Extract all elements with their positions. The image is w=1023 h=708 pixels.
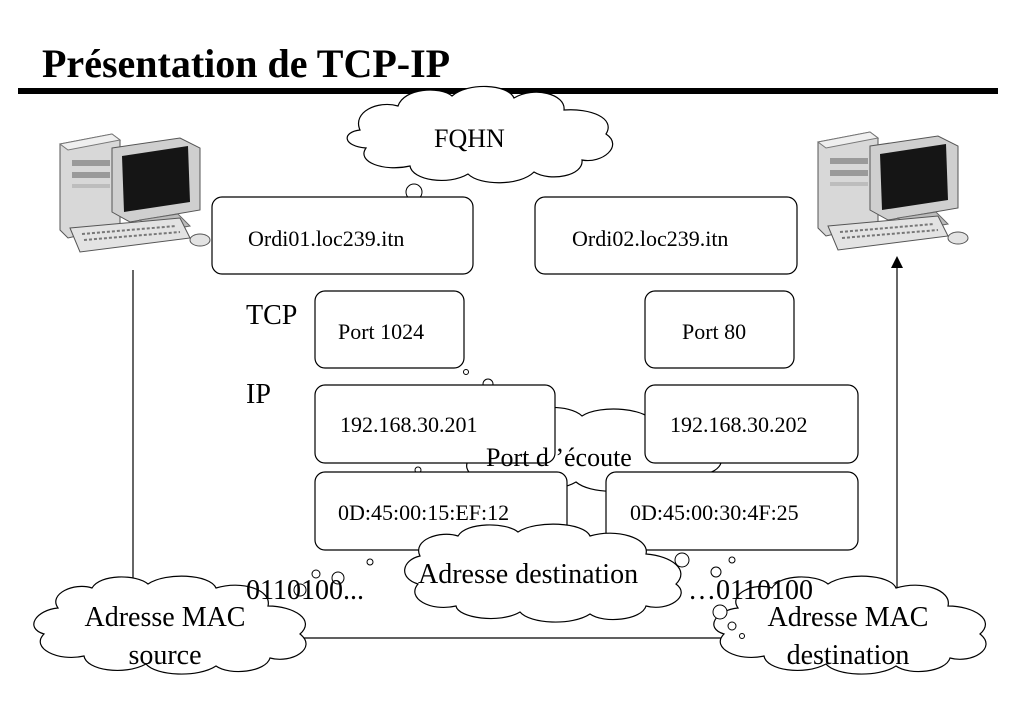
left-computer-icon [59,133,211,253]
destination-ip: 192.168.30.202 [670,412,808,437]
destination-port: Port 80 [682,319,747,344]
mac-destination-callout-line2: destination [786,640,910,671]
destination-bitstream: …0110100 [688,575,813,606]
mac-destination-callout-line1: Adresse MAC [767,602,929,633]
adresse-destination-callout: Adresse destination [418,559,639,590]
source-mac: 0D:45:00:15:EF:12 [338,500,510,525]
destination-mac: 0D:45:00:30:4F:25 [630,500,799,525]
title-underline [18,88,998,94]
mac-source-callout-line2: source [128,640,202,671]
layer-label-tcp: TCP [246,300,298,331]
mac-source-callout-line1: Adresse MAC [84,602,246,633]
right-computer-icon [817,131,969,251]
source-ip: 192.168.30.201 [340,412,478,437]
port-ecoute-callout: Port d ’écoute [486,443,632,472]
fqhn-callout: FQHN [434,124,505,153]
destination-fqdn: Ordi02.loc239.itn [572,226,729,251]
source-bitstream: 0110100... [246,575,364,606]
page-title: Présentation de TCP-IP [42,41,451,86]
layer-label-ip: IP [246,379,271,410]
source-port: Port 1024 [338,319,425,344]
source-fqdn: Ordi01.loc239.itn [248,226,405,251]
